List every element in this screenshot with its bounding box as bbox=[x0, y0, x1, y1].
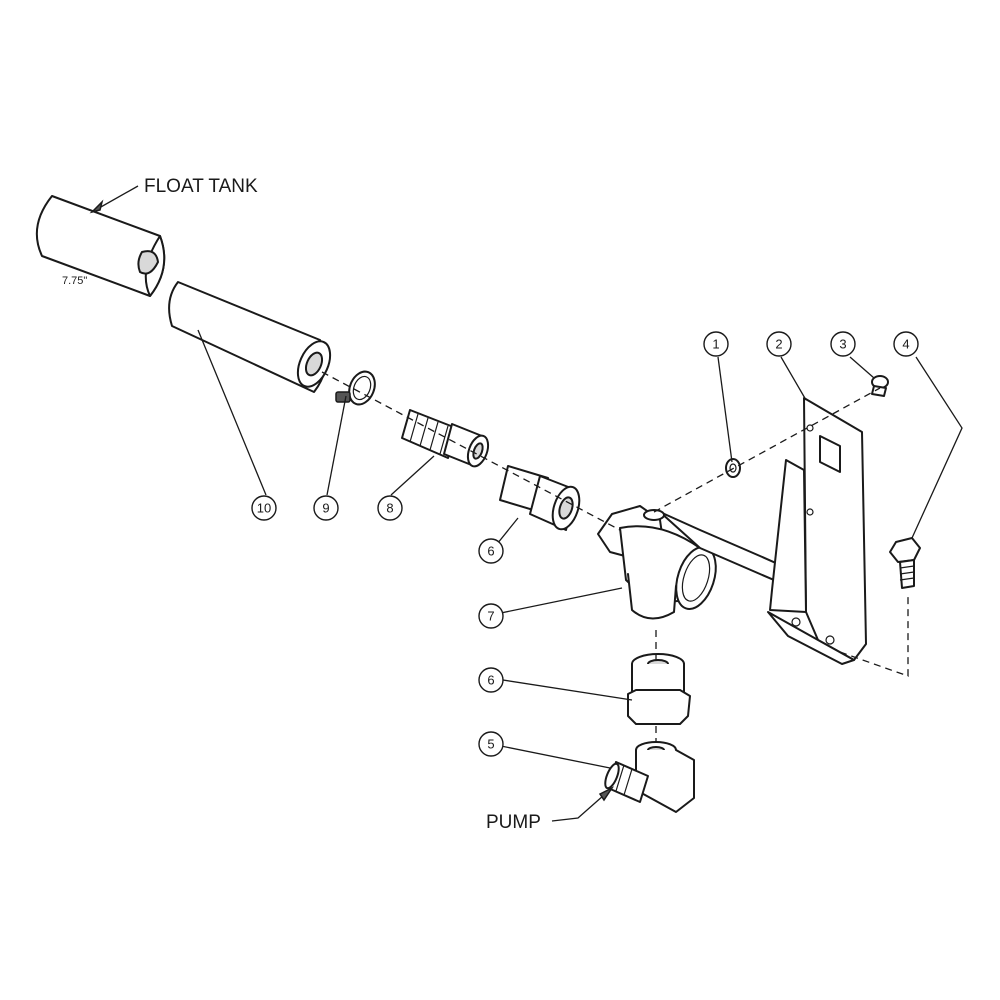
balloon-7-label: 7 bbox=[487, 609, 494, 624]
balloon-1: 1 bbox=[703, 331, 729, 357]
hose-clamp-part-9 bbox=[335, 370, 376, 406]
bushing-part-6-upper bbox=[499, 465, 581, 531]
assembly-centerlines bbox=[321, 371, 909, 742]
bracket-part-2 bbox=[767, 397, 867, 665]
balloon-6-upper-label: 6 bbox=[487, 544, 494, 559]
balloon-6-lower: 6 bbox=[478, 667, 504, 693]
balloon-2: 2 bbox=[766, 331, 792, 357]
screw-part-3 bbox=[871, 375, 889, 397]
balloon-8: 8 bbox=[377, 495, 403, 521]
leader-lines bbox=[89, 185, 963, 822]
balloon-10: 10 bbox=[251, 495, 277, 521]
hose-barb-part-8 bbox=[401, 409, 490, 468]
balloon-9: 9 bbox=[313, 495, 339, 521]
balloon-4: 4 bbox=[893, 331, 919, 357]
elbow-barb-part-5 bbox=[604, 741, 695, 813]
balloon-1-label: 1 bbox=[712, 337, 719, 352]
float-tank-pipe bbox=[35, 195, 166, 297]
balloon-2-label: 2 bbox=[775, 337, 782, 352]
pump-label: PUMP bbox=[486, 812, 541, 833]
balloon-6-lower-label: 6 bbox=[487, 673, 494, 688]
balloon-10-label: 10 bbox=[257, 501, 271, 516]
balloon-8-label: 8 bbox=[386, 501, 393, 516]
bushing-part-6-lower bbox=[627, 653, 691, 725]
dimension-label: 7.75" bbox=[62, 275, 87, 287]
balloon-3: 3 bbox=[830, 331, 856, 357]
balloon-9-label: 9 bbox=[322, 501, 329, 516]
bolt-part-4 bbox=[889, 537, 921, 589]
balloon-4-label: 4 bbox=[902, 337, 909, 352]
balloon-5: 5 bbox=[478, 731, 504, 757]
balloon-3-label: 3 bbox=[839, 337, 846, 352]
float-tank-label: FLOAT TANK bbox=[144, 176, 258, 197]
balloon-6-upper: 6 bbox=[478, 538, 504, 564]
hose-part-10 bbox=[168, 281, 332, 393]
balloon-7: 7 bbox=[478, 603, 504, 629]
balloon-5-label: 5 bbox=[487, 737, 494, 752]
